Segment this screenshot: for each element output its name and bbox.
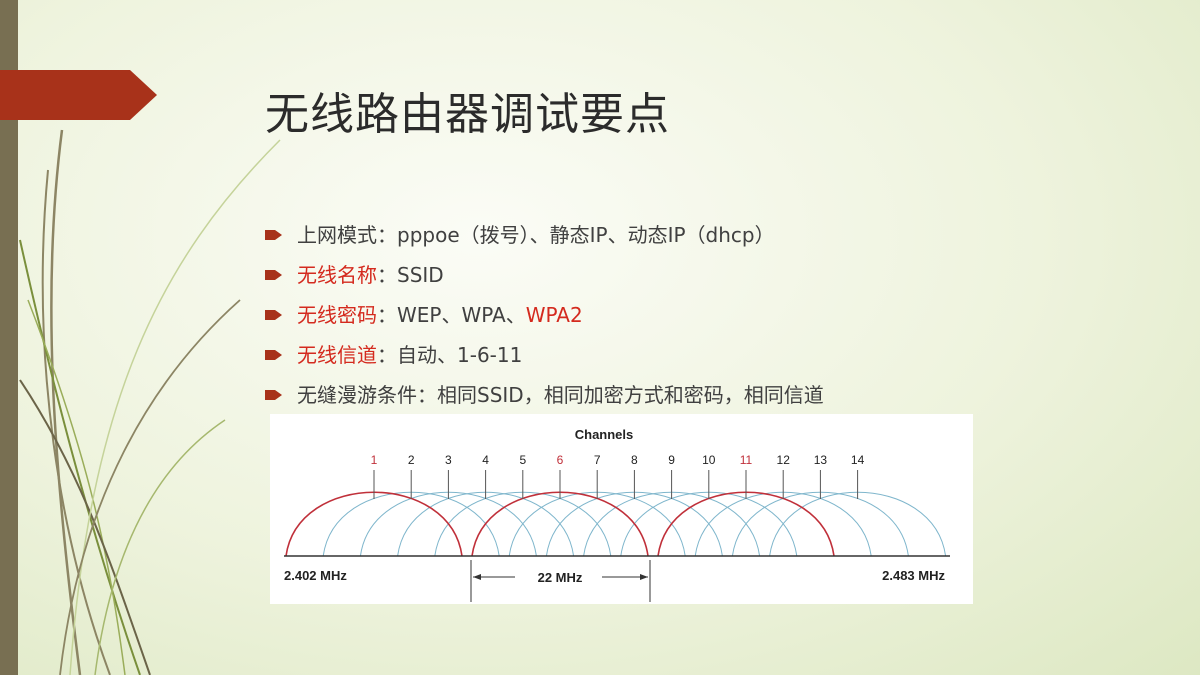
bandwidth-left-arrowhead: [473, 574, 481, 580]
bullet-item: 无线名称：SSID: [265, 255, 824, 295]
diagram-title: Channels: [575, 427, 634, 442]
channel-arcs: [285, 491, 947, 557]
arrow-bullet-icon: [265, 309, 287, 321]
bullet-text: 无缝漫游条件：相同SSID，相同加密方式和密码，相同信道: [297, 383, 824, 407]
bullet-text: ：WEP、WPA、: [377, 303, 526, 327]
channel-number-label: 10: [702, 453, 716, 467]
bullet-item: 无缝漫游条件：相同SSID，相同加密方式和密码，相同信道: [265, 375, 824, 415]
channel-number-label: 13: [814, 453, 828, 467]
bullet-text: 上网模式：: [297, 223, 397, 247]
page-title: 无线路由器调试要点: [265, 89, 670, 140]
bandwidth-label: 22 MHz: [538, 570, 583, 585]
channel-number-label: 8: [631, 453, 638, 467]
right-frequency-label: 2.483 MHz: [882, 568, 945, 583]
arrow-bullet-icon: [265, 229, 287, 241]
bullet-item: 无线信道：自动、1-6-11: [265, 335, 824, 375]
channel-number-label: 6: [557, 453, 564, 467]
channel-number-label: 14: [851, 453, 865, 467]
title-accent-arrow: [0, 70, 157, 120]
channel-number-label: 12: [777, 453, 791, 467]
bullet-item: 无线密码：WEP、WPA、WPA2: [265, 295, 824, 335]
channel-number-label: 2: [408, 453, 415, 467]
bullet-text: ：SSID: [377, 263, 444, 287]
arrow-bullet-icon: [265, 269, 287, 281]
bullet-text: 无线名称: [297, 263, 377, 287]
bullet-text: ：自动、1-6-11: [377, 343, 523, 367]
bullet-text: WPA2: [525, 303, 583, 327]
left-sidebar-bar: [0, 0, 18, 675]
bullet-text: 无线信道: [297, 343, 377, 367]
left-frequency-label: 2.402 MHz: [284, 568, 347, 583]
channel-number-label: 5: [519, 453, 526, 467]
arrow-bullet-icon: [265, 349, 287, 361]
bullet-text: 无线密码: [297, 303, 377, 327]
bandwidth-right-arrowhead: [640, 574, 648, 580]
arrow-bullet-icon: [265, 389, 287, 401]
channel-number-label: 9: [668, 453, 675, 467]
channel-number-label: 1: [371, 453, 378, 467]
bullet-item: 上网模式：pppoe（拨号）、静态IP、动态IP（dhcp）: [265, 215, 824, 255]
decorative-grass-lines: [19, 129, 281, 675]
bullet-text: pppoe（拨号）、静态IP、动态IP（dhcp）: [397, 223, 775, 247]
channel-number-label: 11: [740, 453, 753, 467]
channel-number-label: 7: [594, 453, 601, 467]
channel-number-label: 3: [445, 453, 452, 467]
channel-number-label: 4: [482, 453, 489, 467]
